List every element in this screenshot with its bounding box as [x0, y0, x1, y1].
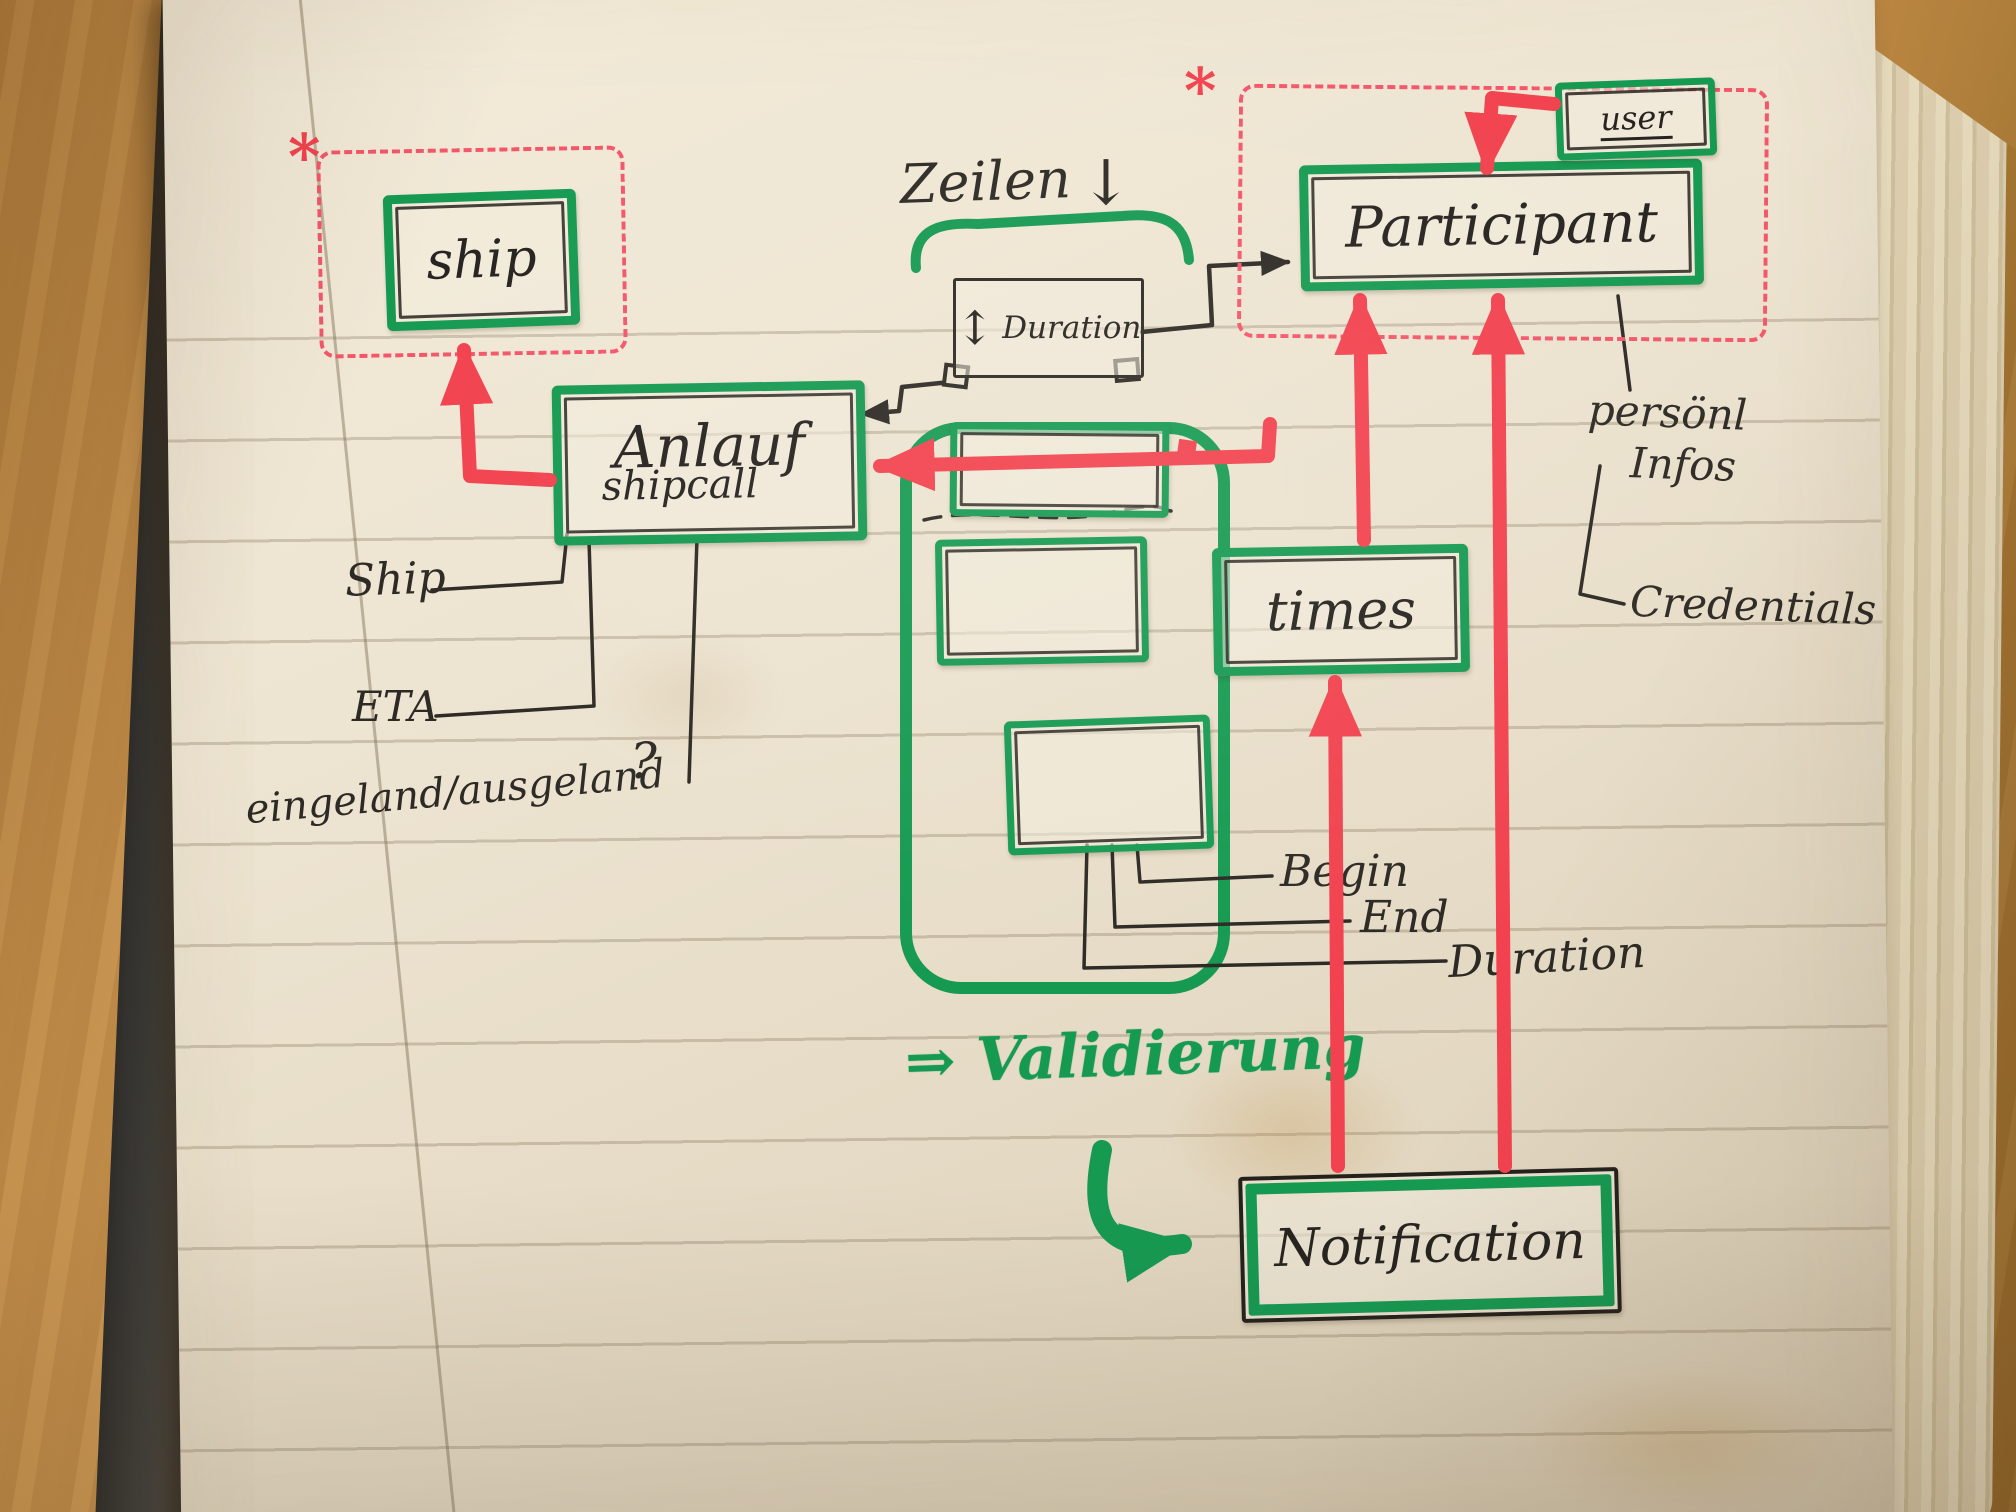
end-attr-label: End	[1360, 892, 1449, 943]
red-arrow-anlauf-to-ship	[440, 343, 557, 487]
zeilen-label: Zeilen	[898, 147, 1072, 216]
node-times: times	[1211, 543, 1471, 677]
green-brace	[910, 210, 1194, 273]
node-participant-label: Participant	[1344, 189, 1659, 261]
begin-attr-label: Begin	[1280, 846, 1409, 897]
connector-eta-attr	[434, 538, 596, 718]
node-ship-label: ship	[425, 228, 538, 292]
sub-box-3	[1003, 714, 1215, 856]
validierung-label: ⇒ Validierung	[903, 1011, 1367, 1099]
personal-infos-line2: Infos	[1629, 438, 1737, 491]
eta-attr-label: ETA	[352, 682, 439, 731]
connector-begin-attr	[1135, 843, 1274, 884]
asterisk-right: *	[1184, 54, 1217, 127]
node-notification-label: Notification	[1273, 1210, 1587, 1280]
node-user: user	[1554, 77, 1718, 161]
asterisk-left: *	[288, 120, 321, 193]
red-arrow-notification-to-participant	[1471, 293, 1526, 1173]
zeilen-down-arrow-icon: ↓	[1080, 146, 1132, 219]
red-dot	[1176, 438, 1198, 458]
duration-attr-label: Duration	[1446, 926, 1647, 989]
node-times-label: times	[1265, 577, 1417, 643]
node-duration: ↕ Duration	[953, 278, 1144, 378]
sub-box-2	[934, 536, 1150, 666]
connector-eingeland-attr	[687, 536, 699, 784]
question-mark: ?	[630, 732, 657, 790]
node-ship: ship	[382, 188, 581, 332]
credentials-attr-label: Credentials	[1629, 576, 1878, 635]
duration-updown-arrow-icon: ↕	[955, 301, 995, 355]
connector-ship-attr	[430, 532, 569, 592]
arrow-duration-to-anlauf	[859, 379, 953, 425]
node-anlauf: Anlauf shipcall	[551, 380, 868, 546]
connector-credentials	[1578, 464, 1626, 606]
red-arrow-notification-to-times	[1308, 675, 1362, 1173]
ship-attr-label: Ship	[344, 552, 447, 607]
eingeland-attr-label: eingeland/ausgeland	[243, 750, 667, 834]
green-hook-arrow-to-notification	[1087, 1140, 1192, 1283]
node-duration-label: Duration	[1002, 310, 1142, 346]
personal-infos-line1: persönl	[1587, 385, 1748, 440]
node-participant: Participant	[1298, 158, 1705, 292]
node-anlauf-sublabel: shipcall	[601, 461, 759, 510]
node-user-label: user	[1599, 97, 1673, 141]
sub-box-1	[949, 422, 1170, 518]
node-notification: Notification	[1238, 1167, 1622, 1323]
